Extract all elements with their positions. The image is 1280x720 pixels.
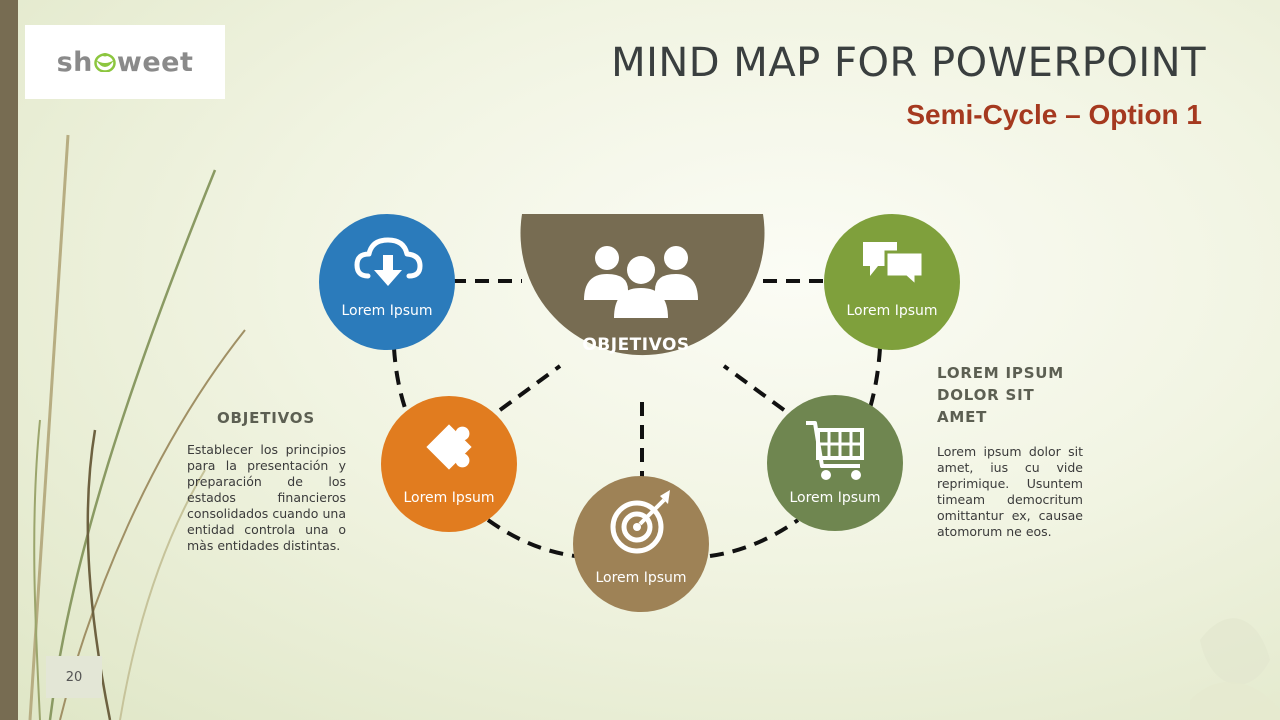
target-icon: [610, 490, 670, 554]
showeet-logo[interactable]: sh weet: [25, 25, 225, 99]
node-cloud-download[interactable]: Lorem Ipsum: [319, 214, 455, 350]
node-chat-bubbles[interactable]: Lorem Ipsum: [824, 214, 960, 350]
chat-bubbles-icon: [863, 242, 925, 290]
node-label: Lorem Ipsum: [846, 303, 937, 319]
shopping-cart-icon: [806, 421, 864, 480]
node-circle: [767, 395, 903, 531]
page-number: 20: [65, 669, 83, 685]
logo-text-left: sh: [56, 46, 93, 78]
node-label: Lorem Ipsum: [341, 303, 432, 319]
slide-title: MIND MAP FOR POWERPOINT: [611, 40, 1206, 86]
hub-label: OBJETIVOS: [582, 335, 689, 355]
logo-leaf-icon: [94, 53, 116, 72]
logo-text-right: weet: [116, 46, 194, 78]
node-label: Lorem Ipsum: [595, 570, 686, 586]
left-accent-bar: [0, 0, 18, 720]
left-panel-heading: OBJETIVOS: [217, 409, 315, 427]
page-number-box: 20: [46, 656, 102, 698]
cloud-download-icon: [354, 237, 423, 286]
node-target[interactable]: Lorem Ipsum: [573, 476, 709, 612]
node-label: Lorem Ipsum: [403, 490, 494, 506]
right-panel-body: Lorem ipsum dolor sit amet, ius cu vide …: [937, 444, 1083, 539]
hub-node-objetivos[interactable]: OBJETIVOS: [520, 214, 765, 356]
node-puzzle[interactable]: Lorem Ipsum: [381, 396, 517, 532]
connector-lines: [392, 279, 882, 558]
hub-circle: [520, 214, 765, 356]
node-circle: [824, 214, 960, 350]
right-panel-heading: LOREM IPSUM DOLOR SIT AMET: [937, 364, 1065, 426]
node-shopping-cart[interactable]: Lorem Ipsum: [767, 395, 903, 531]
people-group-icon: [584, 246, 698, 318]
slide-subtitle: Semi-Cycle – Option 1: [906, 99, 1202, 130]
node-label: Lorem Ipsum: [789, 490, 880, 506]
left-panel-body: Establecer los principios para la presen…: [187, 442, 346, 553]
node-circle: [573, 476, 709, 612]
